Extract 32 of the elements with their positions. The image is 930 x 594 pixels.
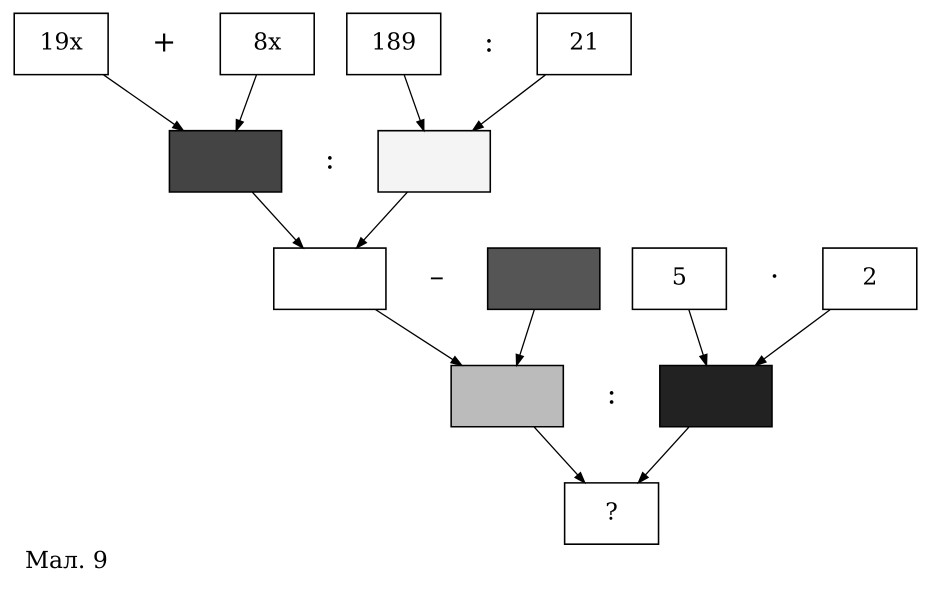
label: + bbox=[152, 24, 176, 58]
arrow bbox=[636, 426, 690, 484]
node-box bbox=[450, 364, 564, 428]
node-box: 8x bbox=[219, 12, 314, 76]
label: : bbox=[484, 24, 494, 58]
arrow bbox=[251, 192, 304, 250]
node-box bbox=[376, 130, 491, 193]
arrow bbox=[374, 309, 463, 366]
arrow bbox=[533, 426, 586, 484]
label: – bbox=[429, 259, 444, 294]
node-box bbox=[658, 364, 772, 428]
arrow bbox=[753, 309, 830, 367]
arrow bbox=[470, 74, 546, 132]
caption: Мал. 9 bbox=[24, 546, 108, 574]
arrow bbox=[102, 74, 184, 132]
node-box bbox=[168, 130, 282, 193]
label: : bbox=[324, 142, 334, 176]
arrow bbox=[515, 309, 534, 368]
label: : bbox=[606, 376, 616, 410]
node-box: 19x bbox=[12, 12, 108, 76]
node-box: 2 bbox=[822, 247, 918, 310]
arrow bbox=[235, 74, 257, 132]
node-box: 21 bbox=[536, 12, 632, 76]
arrow bbox=[403, 74, 424, 132]
arrow bbox=[688, 309, 708, 368]
node-box: 5 bbox=[631, 247, 727, 310]
node-box bbox=[272, 247, 386, 310]
node-box: ? bbox=[563, 482, 659, 545]
node-box bbox=[486, 247, 600, 310]
label: · bbox=[770, 259, 779, 294]
arrow bbox=[354, 192, 408, 250]
node-box: 189 bbox=[346, 12, 441, 76]
